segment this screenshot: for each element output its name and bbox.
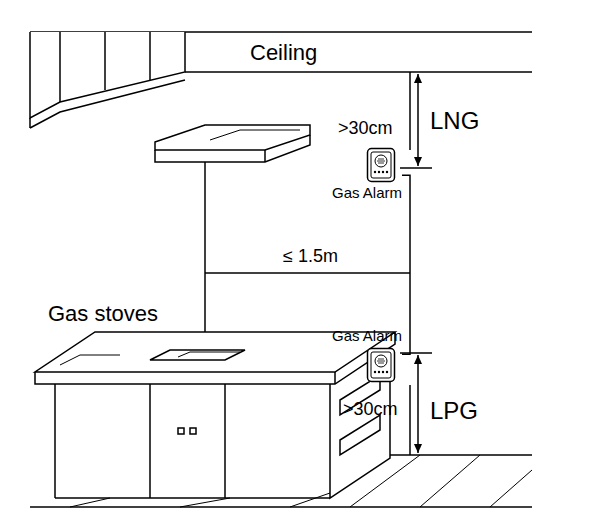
floor-tile-line <box>420 455 480 507</box>
floor-tile-line <box>180 498 230 507</box>
gas-alarm: Gas Alarm <box>332 326 402 383</box>
gas-alarm-icon <box>366 147 396 183</box>
gas-alarm-icon <box>366 347 396 383</box>
reference-line <box>402 175 410 354</box>
ceiling-label: Ceiling <box>250 41 317 65</box>
gas-type-label: LPG <box>430 398 478 424</box>
gas-type-label: LNG <box>430 108 479 134</box>
floor-tile-line <box>70 498 110 507</box>
dimension-label: >30cm <box>343 400 398 420</box>
dimension-label: ≤ 1.5m <box>283 247 338 267</box>
floor-tile-line <box>350 455 420 507</box>
device-caption: Gas Alarm <box>332 185 402 202</box>
floor-tile-line <box>490 470 532 507</box>
appliance-label: Gas stoves <box>48 302 158 326</box>
dimension-label: >30cm <box>338 119 393 139</box>
gas-alarm: Gas Alarm <box>332 147 402 204</box>
device-caption: Gas Alarm <box>332 328 402 345</box>
floor-tile-line <box>290 493 330 507</box>
